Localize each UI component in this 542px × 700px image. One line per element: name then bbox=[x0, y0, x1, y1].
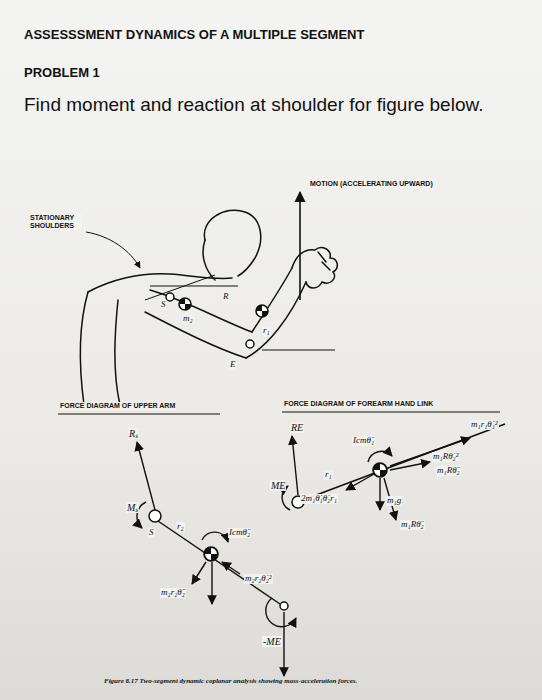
force-label: m₁r₁θ̇₁² bbox=[470, 420, 499, 430]
callout-label: MOTION (ACCELERATING UPWARD) bbox=[310, 180, 433, 188]
figure-caption: Figure 8.17 Two-segment dynamic coplanar… bbox=[104, 678, 357, 686]
reference-line bbox=[262, 350, 335, 351]
upper-arm-diagram bbox=[137, 442, 296, 676]
dimension-label: R bbox=[222, 292, 230, 302]
point-label: S bbox=[160, 300, 167, 310]
diagram-heading: FORCE DIAGRAM OF FOREARM HAND LINK bbox=[284, 400, 433, 408]
force-label: m₂r₂θ̇₂² bbox=[244, 574, 273, 584]
force-label: 2m₁θ̇₁θ̇₂r₁ bbox=[300, 494, 338, 504]
joint-marker bbox=[166, 293, 174, 301]
upper-arm-diagram bbox=[211, 562, 212, 604]
mass-label: m₂ bbox=[182, 314, 194, 324]
person-sketch bbox=[318, 252, 330, 270]
force-label: m₁Rθ̈₂ bbox=[436, 466, 461, 476]
page-title: ASSESSSMENT DYNAMICS OF A MULTIPLE SEGME… bbox=[24, 28, 364, 42]
leader-line bbox=[86, 232, 140, 268]
force-label: Rₛ bbox=[128, 428, 139, 439]
callout-label: STATIONARY SHOULDERS bbox=[30, 214, 82, 229]
forearm-diagram bbox=[303, 424, 505, 500]
forearm-diagram bbox=[368, 451, 392, 462]
forearm-diagram bbox=[379, 478, 380, 510]
dimension-label: r₁ bbox=[324, 470, 333, 480]
forearm-diagram bbox=[346, 474, 374, 490]
force-label: RE bbox=[290, 422, 304, 433]
upper-arm-diagram bbox=[158, 521, 280, 604]
person-sketch bbox=[292, 248, 337, 288]
joint-marker bbox=[292, 463, 387, 508]
title-underline bbox=[58, 414, 220, 415]
person-sketch bbox=[115, 300, 120, 405]
force-label: m₁Rθ̈₂ bbox=[400, 520, 425, 530]
person-sketch bbox=[150, 290, 252, 332]
person-sketch bbox=[246, 282, 306, 358]
person-sketch bbox=[252, 268, 292, 332]
joint-marker bbox=[179, 298, 191, 310]
forearm-diagram bbox=[282, 424, 505, 520]
person-sketch bbox=[145, 312, 246, 358]
problem-number: PROBLEM 1 bbox=[24, 66, 100, 80]
force-label: m₁g bbox=[386, 496, 402, 506]
upper-arm-diagram bbox=[222, 562, 240, 574]
moment-label: Mₛ bbox=[126, 502, 139, 513]
reference-line bbox=[145, 275, 215, 300]
dimension-label: r₂ bbox=[176, 522, 185, 532]
forearm-diagram bbox=[390, 438, 470, 466]
joint-marker bbox=[149, 510, 288, 610]
reference-line bbox=[150, 286, 238, 287]
inertia-label: Icmθ̈₁ bbox=[352, 436, 375, 446]
title-underline bbox=[58, 412, 500, 414]
upper-arm-diagram bbox=[192, 562, 206, 584]
motion-arrow bbox=[299, 192, 301, 300]
force-label: m₂r₂θ̈₂ bbox=[160, 588, 186, 598]
problem-text: Find moment and reaction at shoulder for… bbox=[24, 95, 483, 116]
forearm-diagram bbox=[292, 436, 298, 495]
upper-arm-diagram bbox=[137, 442, 155, 510]
joint-marker bbox=[373, 463, 387, 477]
joint-marker bbox=[149, 510, 161, 522]
inertia-label: Icmθ̈₂ bbox=[228, 528, 251, 538]
person-sketch bbox=[81, 292, 88, 405]
upper-arm-diagram bbox=[202, 532, 228, 542]
reference-line bbox=[145, 275, 335, 350]
person-sketch bbox=[203, 240, 215, 280]
moment-label: -ME bbox=[262, 636, 282, 647]
person-sketch bbox=[204, 210, 260, 276]
upper-arm-diagram bbox=[266, 598, 296, 627]
joint-marker bbox=[166, 293, 268, 348]
point-label: S bbox=[148, 528, 155, 538]
joint-marker bbox=[204, 547, 218, 561]
person-sketch bbox=[81, 210, 338, 405]
force-label: m₁Rθ̇₂² bbox=[432, 452, 459, 462]
motion-arrow bbox=[299, 192, 301, 300]
leader-line bbox=[86, 232, 140, 268]
joint-marker bbox=[280, 602, 288, 610]
upper-arm-diagram bbox=[283, 612, 284, 676]
title-underline bbox=[282, 412, 500, 413]
joint-marker bbox=[246, 340, 254, 348]
joint-marker bbox=[256, 305, 268, 317]
moment-label: ME bbox=[270, 480, 286, 491]
dimension-label: r₁ bbox=[262, 326, 271, 336]
point-label: E bbox=[229, 360, 237, 370]
forearm-diagram bbox=[390, 462, 430, 470]
diagram-heading: FORCE DIAGRAM OF UPPER ARM bbox=[60, 402, 175, 410]
